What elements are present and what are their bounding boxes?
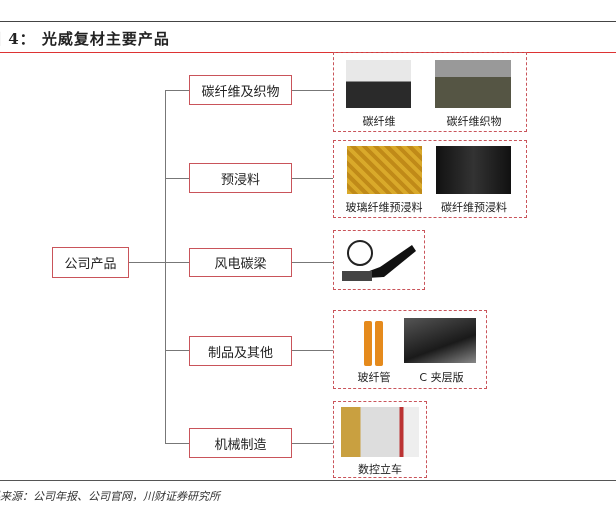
product-caption: 数控立车 — [358, 463, 402, 476]
connector — [165, 350, 189, 351]
connector — [292, 262, 333, 263]
glass-tube-image — [364, 321, 372, 366]
glass-tube-image — [375, 321, 383, 366]
category-products-other: 制品及其他 — [189, 336, 292, 366]
product-caption: 碳纤维织物 — [446, 115, 502, 128]
carbon-prepreg-image — [436, 146, 511, 194]
carbon-fabric-image — [435, 60, 511, 108]
top-rule — [0, 21, 616, 22]
category-carbon-fiber: 碳纤维及织物 — [189, 75, 292, 105]
product-group-machinery: 数控立车 — [333, 401, 427, 478]
product-group-wind-beam — [333, 230, 425, 290]
product-group-other: 玻纤管 C 夹层版 — [333, 310, 487, 389]
category-machinery: 机械制造 — [189, 428, 292, 458]
product-caption: 碳纤维 — [362, 115, 396, 128]
connector — [165, 443, 189, 444]
sandwich-panel-image — [404, 318, 476, 363]
bottom-rule — [0, 480, 616, 481]
connector — [292, 350, 333, 351]
source-note: 资料来源：公司年报、公司官网，川财证券研究所 — [0, 490, 220, 503]
wind-beam-image — [342, 240, 416, 281]
product-caption: 碳纤维预浸料 — [441, 201, 507, 214]
category-prepreg: 预浸料 — [189, 163, 292, 193]
product-caption: 玻璃纤维预浸料 — [345, 201, 423, 214]
root-node: 公司产品 — [52, 247, 129, 278]
connector — [292, 178, 333, 179]
figure-title: 图 4： 光威复材主要产品 — [0, 30, 170, 48]
connector — [165, 178, 189, 179]
category-wind-beam: 风电碳梁 — [189, 248, 292, 277]
product-group-prepreg: 玻璃纤维预浸料 碳纤维预浸料 — [333, 140, 527, 218]
cnc-lathe-image — [341, 407, 419, 457]
product-group-carbon-fiber: 碳纤维 碳纤维织物 — [333, 52, 527, 132]
product-caption: 玻纤管 — [357, 371, 391, 384]
glass-prepreg-image — [347, 146, 422, 194]
product-caption: C 夹层版 — [419, 371, 464, 384]
connector — [292, 443, 333, 444]
connector — [292, 90, 333, 91]
connector — [128, 262, 165, 263]
carbon-fiber-image — [346, 60, 411, 108]
connector — [165, 262, 189, 263]
connector — [165, 90, 189, 91]
title-rule — [0, 52, 616, 53]
trunk-line — [165, 90, 166, 443]
